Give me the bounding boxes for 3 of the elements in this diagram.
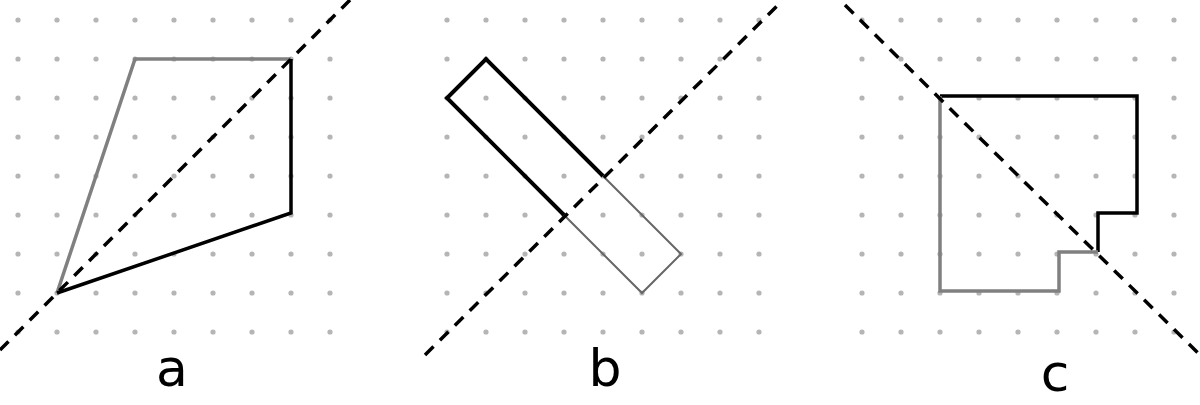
panel-label: c <box>1040 345 1070 401</box>
panel-label: a <box>156 340 188 396</box>
panel-label: b <box>588 340 622 396</box>
